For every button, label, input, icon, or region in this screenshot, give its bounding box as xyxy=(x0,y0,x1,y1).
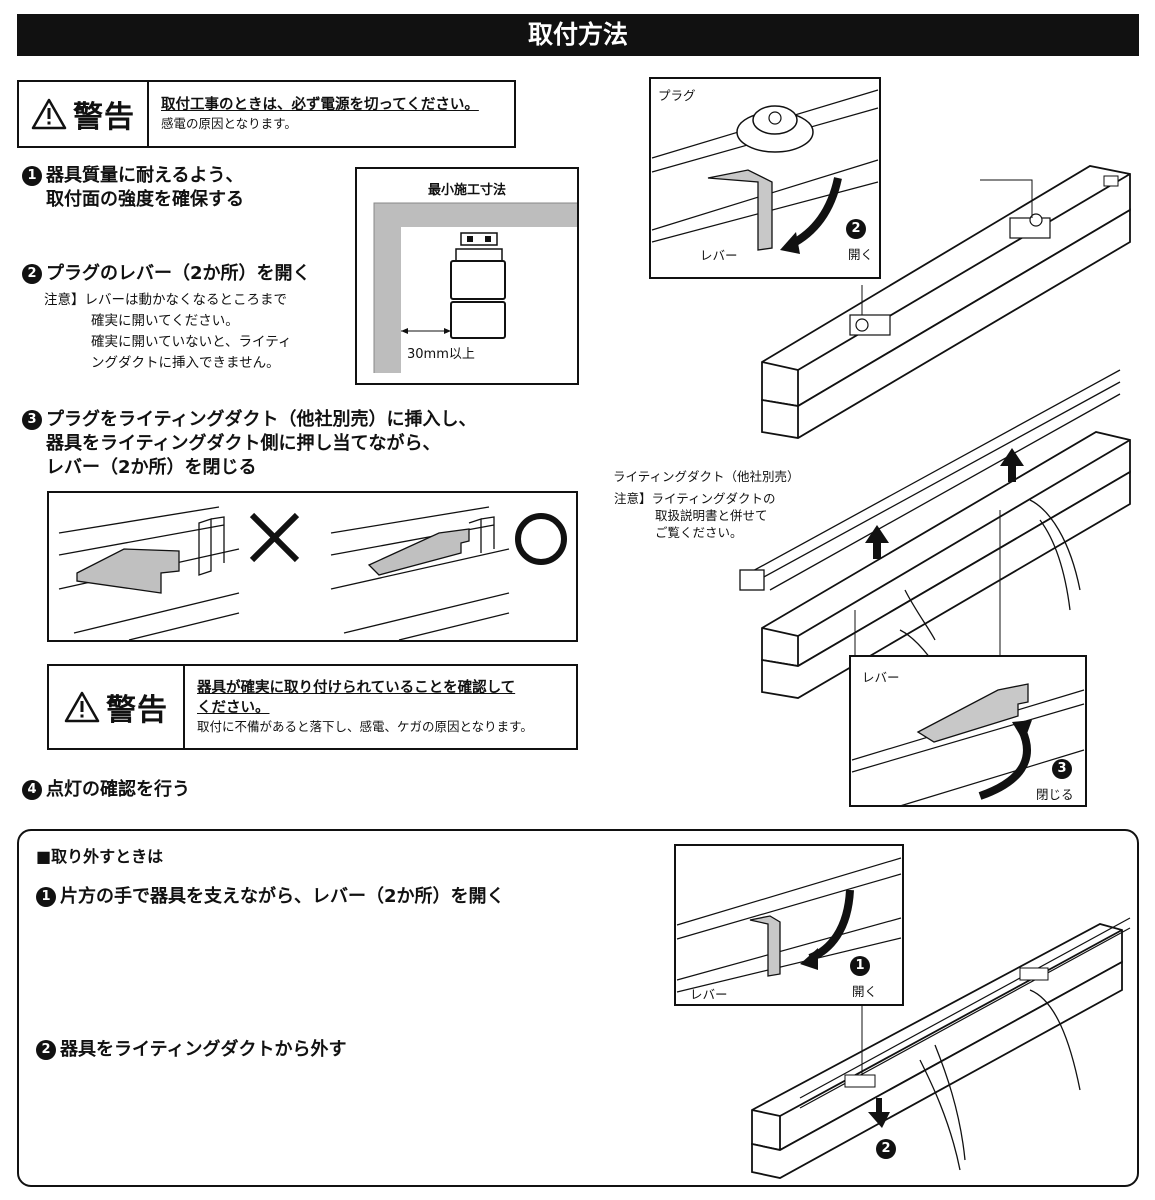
removal-title: ■取り外すときは xyxy=(36,847,164,866)
plug-label: プラグ xyxy=(658,88,696,103)
warning-triangle-icon xyxy=(64,691,100,723)
close-step-num: 3 xyxy=(1052,759,1076,779)
removal-section xyxy=(17,829,1139,1187)
removal-open-num: 1 xyxy=(850,956,874,976)
incorrect-x-icon xyxy=(249,512,300,563)
open-label: 開く xyxy=(848,247,874,262)
step-number: 2 xyxy=(22,264,42,284)
removal-detach-num: 2 xyxy=(876,1139,900,1159)
duct-label: ライティングダクト（他社別売） xyxy=(613,469,800,484)
lever-comparison-diagram xyxy=(58,506,567,641)
warning-sub-text: 感電の原因となります。 xyxy=(161,116,297,131)
correct-circle-icon xyxy=(515,513,567,565)
close-label: 閉じる xyxy=(1036,787,1074,802)
removal-open-label: 開く xyxy=(852,984,878,999)
step-2-note: 注意】レバーは動かなくなるところまで 確実に開いてください。 確実に開いていない… xyxy=(44,292,292,371)
warning-box-power: 警告 取付工事のときは、必ず電源を切ってください。 感電の原因となります。 xyxy=(17,80,516,148)
lever-label-top: レバー xyxy=(700,248,738,263)
page-title: 取付方法 xyxy=(17,14,1139,56)
step-number: 4 xyxy=(22,780,42,800)
step-number: 3 xyxy=(22,410,42,430)
step-number: 1 xyxy=(22,166,42,186)
warning-triangle-icon xyxy=(31,98,67,130)
open-step-num: 2 xyxy=(846,219,870,239)
min-dimension-title: 最小施工寸法 xyxy=(427,183,506,198)
warning-label: 警告 xyxy=(49,666,185,748)
removal-lever-label: レバー xyxy=(690,987,728,1002)
installation-diagram xyxy=(649,77,1131,807)
warning-main-text: 取付工事のときは、必ず電源を切ってください。 xyxy=(161,97,479,113)
warning-sub-text: 取付に不備があると落下し、感電、ケガの原因となります。 xyxy=(197,719,533,734)
min-dimension-value: 30mm以上 xyxy=(407,347,475,362)
lever-comparison-figure xyxy=(47,491,578,642)
ceiling-diagram xyxy=(373,202,577,373)
warning-main-text-2: ください。 xyxy=(197,700,270,716)
warning-box-secure: 警告 器具が確実に取り付けられていることを確認して ください。 取付に不備がある… xyxy=(47,664,578,750)
removal-diagram xyxy=(674,844,1131,1179)
duct-note: 注意】ライティングダクトの 取扱説明書と併せて ご覧ください。 xyxy=(614,491,776,540)
min-dimension-figure: 最小施工寸法 30mm以上 xyxy=(355,167,579,385)
warning-main-text: 器具が確実に取り付けられていることを確認して xyxy=(197,680,516,696)
lever-label-bottom: レバー xyxy=(862,670,900,685)
warning-label: 警告 xyxy=(19,82,149,146)
